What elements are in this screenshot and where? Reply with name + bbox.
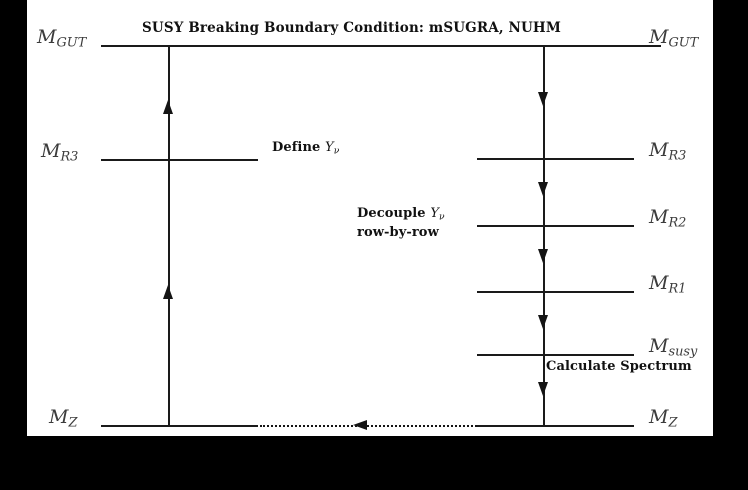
level-line-right-msusy: [477, 354, 634, 356]
label-right-mr1-sub: R1: [668, 281, 687, 297]
label-right-mgut-base: M: [649, 26, 669, 48]
label-right-mgut: MGUT: [649, 28, 698, 51]
label-left-mz-base: M: [49, 406, 69, 428]
level-line-left-mr3: [101, 159, 258, 161]
label-right-mgut-sub: GUT: [668, 35, 699, 51]
level-line-right-mr1: [477, 291, 634, 293]
annotation-decouple-symbol-base: Y: [430, 206, 439, 221]
figure-title: SUSY Breaking Boundary Condition: mSUGRA…: [142, 20, 561, 36]
annotation-decouple-ynu: Decouple Yν row-by-row: [357, 205, 445, 243]
annotation-decouple-symbol: Yν: [430, 206, 445, 223]
annotation-define-prefix: Define: [272, 140, 326, 155]
label-right-mr2-sub: R2: [668, 215, 687, 231]
left-flow-line: [168, 45, 170, 426]
right-arrow-down-1: [537, 92, 548, 106]
label-right-mz-sub: Z: [668, 415, 678, 431]
annotation-define-symbol: Yν: [325, 140, 340, 157]
level-line-left-mz: [101, 425, 258, 427]
annotation-decouple-symbol-sub: ν: [439, 212, 445, 223]
label-right-msusy-sub: susy: [668, 344, 698, 360]
label-left-mr3-sub: R3: [60, 149, 79, 165]
right-arrow-down-5: [537, 382, 548, 396]
label-right-mr1-base: M: [649, 272, 669, 294]
level-line-right-mr3: [477, 158, 634, 160]
feedback-dotted-line: [260, 425, 477, 427]
annotation-calculate-spectrum: Calculate Spectrum: [546, 359, 692, 374]
label-left-mgut-sub: GUT: [56, 35, 87, 51]
right-arrow-down-2: [537, 182, 548, 196]
diagram-canvas: SUSY Breaking Boundary Condition: mSUGRA…: [27, 0, 713, 436]
label-left-mgut-base: M: [37, 26, 57, 48]
label-right-mr2-base: M: [649, 206, 669, 228]
left-arrow-up-lower: [162, 285, 173, 299]
annotation-decouple-prefix: Decouple: [357, 206, 431, 221]
right-arrow-down-3: [537, 249, 548, 263]
label-left-mr3-base: M: [41, 140, 61, 162]
label-left-mr3: MR3: [41, 142, 78, 165]
annotation-define-symbol-base: Y: [325, 140, 334, 155]
label-right-mr2: MR2: [649, 208, 686, 231]
label-right-msusy: Msusy: [649, 337, 697, 360]
right-arrow-down-4: [537, 315, 548, 329]
label-right-mz: MZ: [649, 408, 677, 431]
level-line-right-mz: [477, 425, 634, 427]
left-arrow-up-upper: [162, 100, 173, 114]
label-left-mz-sub: Z: [68, 415, 78, 431]
level-line-mgut: [101, 45, 661, 47]
annotation-define-ynu: Define Yν: [272, 139, 339, 158]
label-right-mr1: MR1: [649, 274, 686, 297]
level-line-right-mr2: [477, 225, 634, 227]
label-left-mgut: MGUT: [37, 28, 86, 51]
label-right-msusy-base: M: [649, 335, 669, 357]
label-left-mz: MZ: [49, 408, 77, 431]
feedback-arrow-left: [353, 420, 367, 430]
label-right-mr3-base: M: [649, 139, 669, 161]
label-right-mr3-sub: R3: [668, 148, 687, 164]
label-right-mz-base: M: [649, 406, 669, 428]
right-flow-line: [543, 45, 545, 426]
annotation-decouple-line2: row-by-row: [357, 225, 439, 241]
annotation-define-symbol-sub: ν: [333, 146, 340, 157]
annotation-decouple-line1: Decouple Yν: [357, 205, 445, 224]
label-right-mr3: MR3: [649, 141, 686, 164]
